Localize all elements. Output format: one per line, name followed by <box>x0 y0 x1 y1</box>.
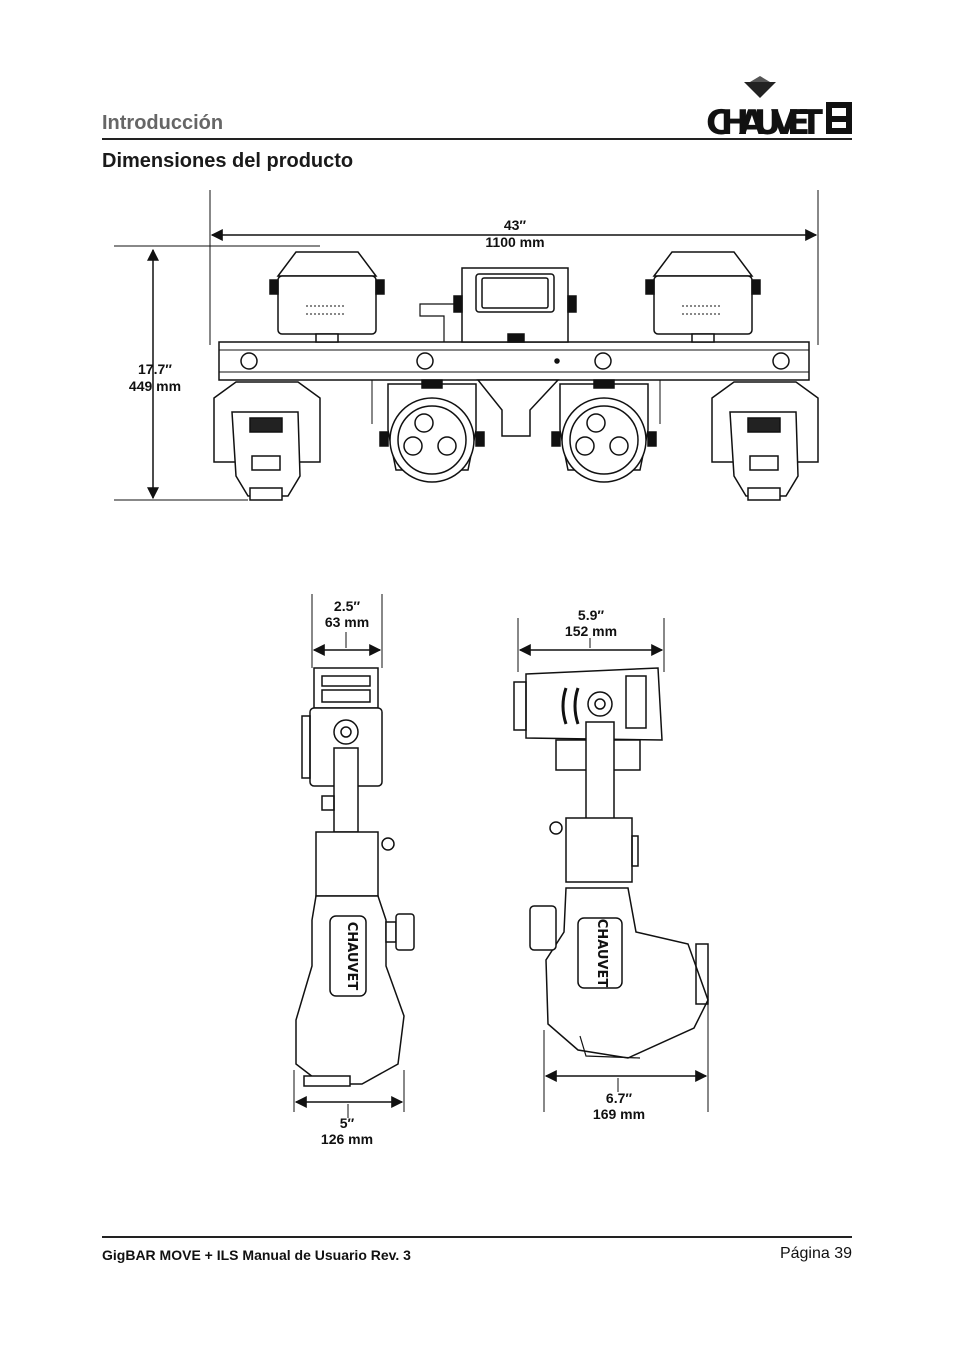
header-rule <box>102 138 852 140</box>
svg-text:CHAUVET: CHAUVET <box>594 919 609 988</box>
back-top-in: 5.9″ <box>578 607 604 623</box>
front-height-mm: 449 mm <box>129 378 181 394</box>
back-bottom-mm: 169 mm <box>593 1106 645 1122</box>
front-width-mm: 1100 mm <box>485 234 544 250</box>
footer-manual-title: GigBAR MOVE + ILS Manual de Usuario Rev.… <box>102 1247 411 1263</box>
side-bottom-in: 5″ <box>340 1115 355 1131</box>
back-bottom-in: 6.7″ <box>606 1090 632 1106</box>
svg-text:CHAUVET: CHAUVET <box>344 922 359 991</box>
chauvet-dj-logo: CHAUVET <box>706 76 852 138</box>
front-width-in: 43″ <box>504 217 527 233</box>
side-view: CHAUVET <box>293 594 415 1118</box>
section-title: Introducción <box>102 112 224 134</box>
side-bottom-mm: 126 mm <box>321 1131 373 1147</box>
profile-view: CHAUVET <box>513 618 709 1112</box>
front-height-in: 17.7″ <box>138 361 172 377</box>
side-top-mm: 63 mm <box>325 614 369 630</box>
front-view <box>114 190 819 501</box>
footer-rule <box>102 1236 852 1238</box>
back-top-mm: 152 mm <box>565 623 617 639</box>
footer-page-number: Página 39 <box>779 1245 852 1262</box>
page-heading: Dimensiones del producto <box>102 150 354 172</box>
svg-text:CHAUVET: CHAUVET <box>706 103 824 138</box>
side-top-in: 2.5″ <box>334 598 360 614</box>
